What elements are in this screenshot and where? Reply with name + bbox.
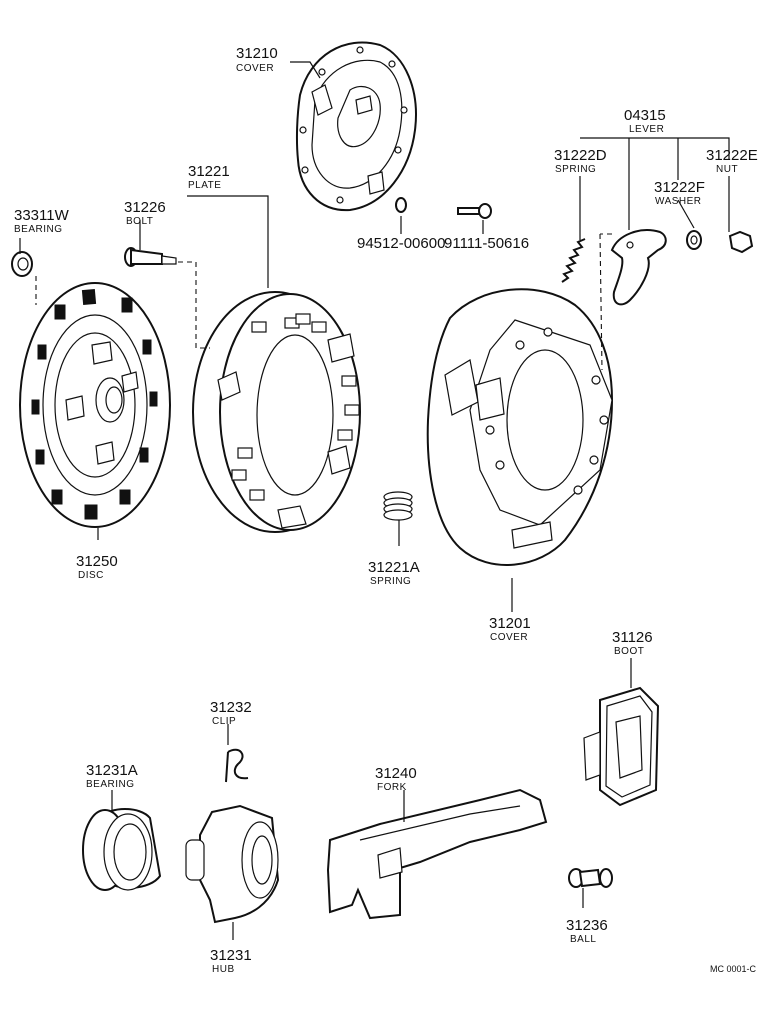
label-name: FORK — [377, 782, 407, 793]
label-bearing-33311w: 33311W BEARING — [14, 207, 70, 235]
label-clip-31232: 31232 CLIP — [210, 699, 252, 727]
bolt-31226-drawing — [124, 247, 177, 267]
label-name: BOLT — [126, 216, 153, 227]
label-number: 31221A — [368, 559, 420, 576]
label-number: 31240 — [375, 765, 417, 782]
label-number: 04315 — [624, 107, 666, 124]
label-number: 31232 — [210, 699, 252, 716]
label-ball-31236: 31236 BALL — [566, 917, 608, 945]
bearing-31231a-drawing — [82, 808, 162, 891]
alignment-lines — [35, 233, 612, 371]
hub-31231-drawing — [185, 804, 280, 924]
label-name: SPRING — [555, 164, 596, 175]
label-number: 31236 — [566, 917, 608, 934]
label-name: DISC — [78, 570, 104, 581]
label-number: 31221 — [188, 163, 230, 180]
label-number: 31201 — [489, 615, 531, 632]
label-lever-04315: 04315 LEVER — [624, 107, 666, 135]
label-bolt-31226: 31226 BOLT — [124, 199, 166, 227]
nut-31222e-drawing — [728, 230, 754, 254]
lever-04315-drawing — [610, 229, 667, 306]
disc-31250-drawing — [19, 282, 171, 528]
label-name: BEARING — [86, 779, 135, 790]
ball-31236-drawing — [568, 868, 613, 888]
label-number: 91111-50616 — [444, 235, 529, 252]
bolt-91111-drawing — [457, 203, 492, 219]
label-number: 31250 — [76, 553, 118, 570]
cover-31201-drawing — [426, 288, 614, 566]
plate-31221-drawing — [192, 291, 361, 533]
label-cover-31201: 31201 COVER — [489, 615, 531, 643]
label-washer-31222f: 31222F WASHER — [654, 179, 705, 207]
label-name: LEVER — [629, 124, 664, 135]
label-spring-31221a: 31221A SPRING — [368, 559, 420, 587]
label-bolt-91111: 91111-50616 — [444, 235, 529, 252]
spring-31221a-drawing — [383, 491, 413, 521]
label-number: 31126 — [612, 629, 653, 646]
label-number: 94512-00600 — [357, 235, 445, 252]
diagram-code: MC 0001-C — [710, 964, 757, 974]
label-name: SPRING — [370, 576, 411, 587]
label-name: BEARING — [14, 224, 63, 235]
clip-31232-drawing — [225, 748, 249, 783]
label-name: BALL — [570, 934, 596, 945]
label-name: PLATE — [188, 180, 221, 191]
label-nut-31222e: 31222E NUT — [706, 147, 758, 175]
label-number: 31226 — [124, 199, 166, 216]
label-fork-31240: 31240 FORK — [375, 765, 417, 793]
label-spring-31222d: 31222D SPRING — [554, 147, 607, 175]
label-number: 31222E — [706, 147, 758, 164]
label-number: 31222D — [554, 147, 607, 164]
label-name: BOOT — [614, 646, 644, 657]
label-name: HUB — [212, 964, 235, 975]
label-washer-94512: 94512-00600 — [357, 235, 445, 252]
label-cover-31210: 31210 COVER — [236, 45, 278, 74]
boot-31126-drawing — [583, 686, 660, 807]
spring-31222d-drawing — [561, 238, 586, 283]
fork-31240-drawing — [326, 788, 548, 920]
label-bearing-31231a: 31231A BEARING — [86, 762, 138, 790]
washer-31222f-drawing — [686, 230, 702, 250]
label-boot-31126: 31126 BOOT — [612, 629, 653, 657]
label-name: NUT — [716, 164, 738, 175]
label-name: COVER — [236, 63, 274, 74]
label-name: CLIP — [212, 716, 236, 727]
label-number: 33311W — [14, 207, 70, 224]
label-number: 31231 — [210, 947, 252, 964]
cover-31210-drawing — [295, 41, 417, 212]
leader-lines — [19, 61, 730, 940]
label-plate-31221: 31221 PLATE — [188, 163, 230, 191]
label-name: WASHER — [655, 196, 702, 207]
label-hub-31231: 31231 HUB — [210, 947, 252, 975]
washer-94512-drawing — [395, 197, 407, 213]
label-number: 31222F — [654, 179, 705, 196]
label-name: COVER — [490, 632, 528, 643]
label-disc-31250: 31250 DISC — [76, 553, 118, 581]
label-number: 31210 — [236, 45, 278, 62]
bearing-33311w-drawing — [11, 251, 33, 277]
label-number: 31231A — [86, 762, 138, 779]
